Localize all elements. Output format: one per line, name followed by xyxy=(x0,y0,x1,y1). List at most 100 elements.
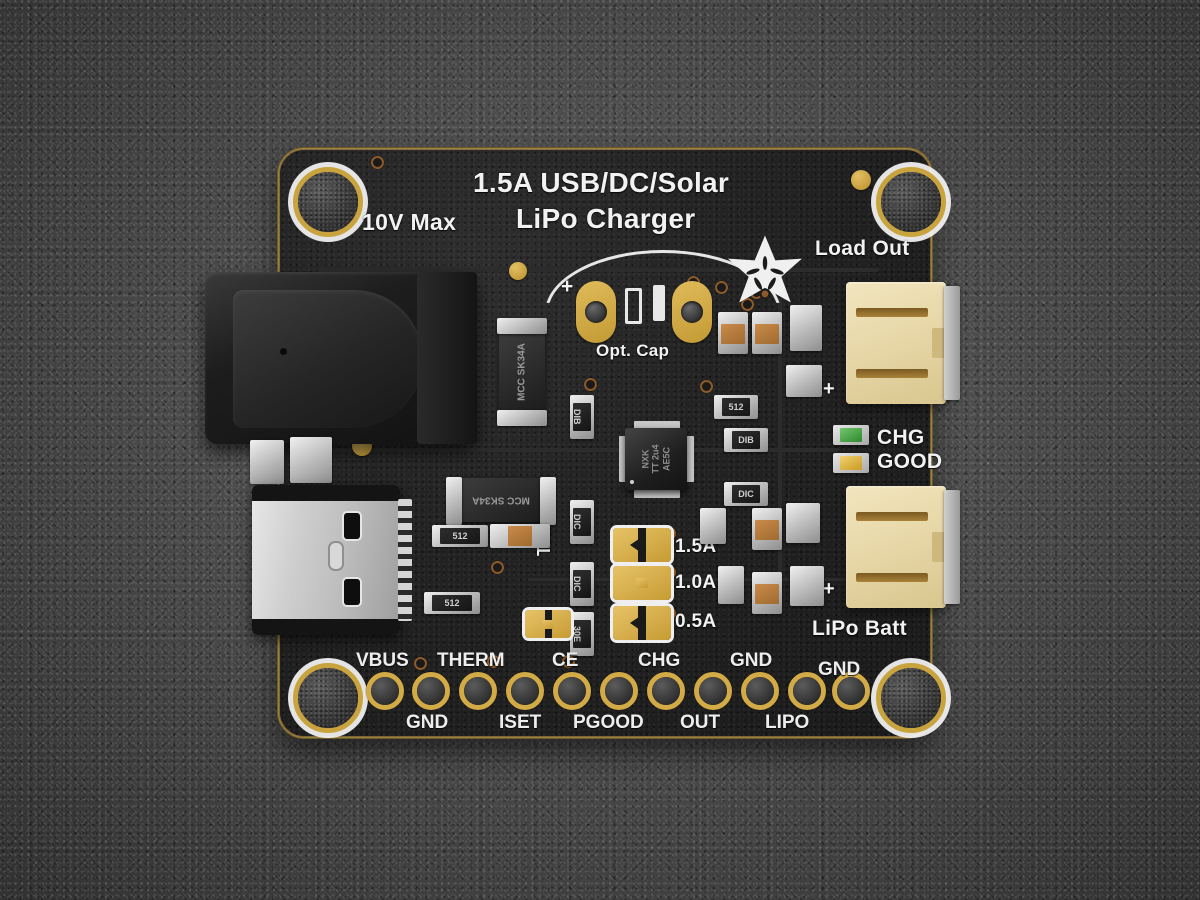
resistor-1: 512 xyxy=(432,525,488,547)
jst-slot xyxy=(856,512,928,521)
opt-cap-pad-negative xyxy=(672,281,712,343)
header-pad-10[interactable] xyxy=(788,672,826,710)
pin-label-vbus: VBUS xyxy=(356,650,409,671)
via xyxy=(414,657,427,670)
current-jumper-1-5a[interactable] xyxy=(613,528,671,562)
pin-label-gnd-2: GND xyxy=(818,659,861,680)
dc-jack-solder-tab xyxy=(250,440,284,484)
header-pad-1[interactable] xyxy=(366,672,404,710)
usb-c-shell-bottom xyxy=(252,619,400,635)
current-jumper-1-0a[interactable] xyxy=(613,566,671,600)
resistor-5: DIC xyxy=(570,500,594,544)
jumper-arrow-icon xyxy=(630,612,646,634)
input-rating-label: 10V Max xyxy=(362,209,457,235)
dc-barrel-jack[interactable] xyxy=(205,272,477,444)
mounting-hole-top-right xyxy=(876,167,946,237)
via xyxy=(487,655,500,668)
capacitor-5 xyxy=(786,365,822,397)
capacitor-8-body xyxy=(755,584,779,604)
load-out-jst-connector[interactable] xyxy=(846,282,960,404)
pin-label-gnd-3: GND xyxy=(406,712,449,733)
capacitor-1-body xyxy=(508,526,532,546)
capacitor-3 xyxy=(752,312,782,354)
lipo-batt-label: LiPo Batt xyxy=(812,617,907,640)
ic-pad-row-bottom xyxy=(634,490,680,498)
header-pad-2[interactable] xyxy=(412,672,450,710)
cap-silkscreen-outline xyxy=(625,288,642,324)
diode-2-pad xyxy=(540,477,556,525)
jst-solder-tabs xyxy=(944,286,960,400)
header-pad-9[interactable] xyxy=(741,672,779,710)
header-pad-4[interactable] xyxy=(506,672,544,710)
opt-cap-pad-positive xyxy=(576,281,616,343)
via xyxy=(562,655,575,668)
jumper-bridge xyxy=(636,578,648,588)
ic-pad-row-left xyxy=(619,436,627,482)
header-pad-7[interactable] xyxy=(647,672,685,710)
load-out-polarity-label: + xyxy=(823,378,835,400)
resistor-7: 512 xyxy=(714,395,758,419)
thm-jumper[interactable] xyxy=(525,610,571,638)
adafruit-flower-icon xyxy=(728,235,802,303)
current-jumper-label-2: 1.0A xyxy=(675,572,717,593)
header-pad-5[interactable] xyxy=(553,672,591,710)
good-led-die xyxy=(840,456,862,470)
pcb-trace xyxy=(318,448,838,452)
test-pad xyxy=(509,262,527,280)
cap-silkscreen-fill xyxy=(653,285,665,321)
diode-2-marking: MCC SK34A xyxy=(472,494,530,506)
mounting-hole-top-left xyxy=(293,167,363,237)
diode-1-pad xyxy=(497,318,547,334)
usb-c-center-slot xyxy=(330,543,342,569)
opt-cap-polarity-label: + xyxy=(561,275,574,298)
jumper-arrow-icon xyxy=(630,534,646,556)
usb-c-latch-slot xyxy=(344,579,360,605)
lipo-batt-jst-connector[interactable] xyxy=(846,486,960,608)
resistor-8-marking: DIB xyxy=(732,431,760,449)
jst-solder-tabs xyxy=(944,490,960,604)
via xyxy=(584,378,597,391)
resistor-3: DIB xyxy=(570,395,594,439)
mounting-hole-bottom-left xyxy=(293,663,363,733)
resistor-3-marking: DIB xyxy=(572,403,591,431)
jst-notch xyxy=(932,532,946,562)
dc-jack-solder-tab xyxy=(290,437,332,483)
resistor-2: 512 xyxy=(424,592,480,614)
usb-c-connector[interactable] xyxy=(252,485,412,635)
header-pad-3[interactable] xyxy=(459,672,497,710)
usb-c-shell-top xyxy=(252,485,400,501)
header-pad-11[interactable] xyxy=(832,672,870,710)
capacitor-10 xyxy=(718,566,744,604)
pin-label-out: OUT xyxy=(680,712,721,733)
ic-pad-row-top xyxy=(634,421,680,429)
jumper-bridge xyxy=(543,620,553,629)
header-pad-6[interactable] xyxy=(600,672,638,710)
pin-label-lipo: LIPO xyxy=(765,712,810,733)
pin-label-gnd-1: GND xyxy=(730,650,773,671)
resistor-4-marking: DIC xyxy=(572,570,591,598)
pin-label-pgood: PGOOD xyxy=(573,712,644,733)
capacitor-6 xyxy=(752,508,782,550)
current-jumper-0-5a[interactable] xyxy=(613,606,671,640)
diode-1: MCC SK34A xyxy=(499,327,545,417)
diode-2-pad xyxy=(446,477,462,525)
capacitor-3-body xyxy=(755,324,779,344)
pcb-trace xyxy=(528,578,888,581)
resistor-6-marking: 30E xyxy=(572,620,591,648)
ic-marking-line3: AE5C xyxy=(661,446,672,472)
jst-slot xyxy=(856,369,928,378)
resistor-1-marking: 512 xyxy=(440,528,480,544)
ic-marking-line1: NXK xyxy=(640,449,651,469)
chg-led-die xyxy=(840,428,862,442)
jst-slot xyxy=(856,308,928,317)
resistor-6: 30E xyxy=(570,612,594,656)
charger-ic: NXK TT 2u4 AE5C xyxy=(625,428,687,490)
pin-label-therm: THERM xyxy=(437,650,505,671)
capacitor-2 xyxy=(718,312,748,354)
pcb-trace xyxy=(778,298,782,578)
header-pad-8[interactable] xyxy=(694,672,732,710)
usb-c-latch-slot xyxy=(344,513,360,539)
diode-2: MCC SK34A xyxy=(454,478,548,522)
capacitor-8 xyxy=(752,572,782,614)
